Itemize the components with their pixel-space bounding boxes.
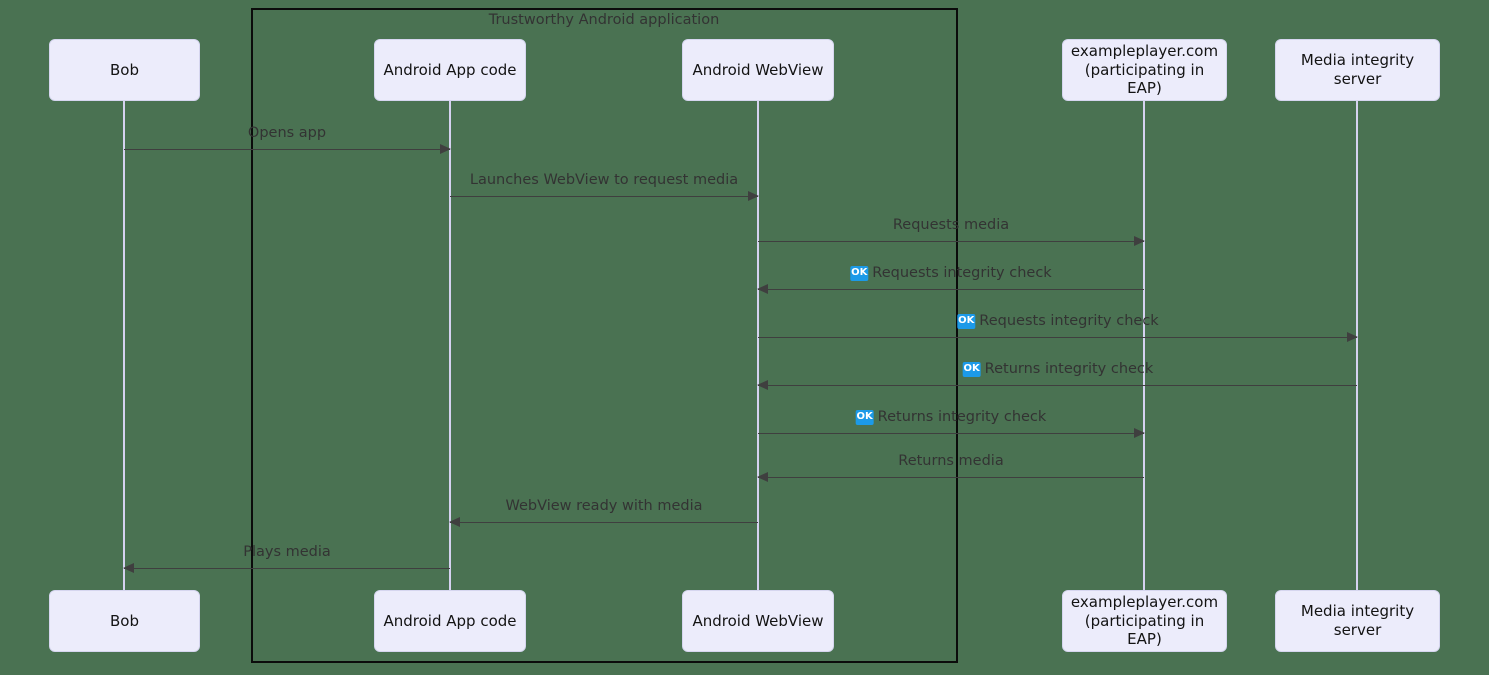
message-label-text: Requests media <box>892 217 1010 233</box>
lifeline-webview <box>757 101 759 590</box>
message-label: Launches WebView to request media <box>470 172 738 188</box>
arrowhead-left-icon <box>757 283 768 294</box>
arrowhead-left-icon <box>757 471 768 482</box>
ok-badge-icon: OK <box>957 313 976 329</box>
lifeline-player <box>1143 101 1145 590</box>
ok-badge-icon: OK <box>962 361 981 377</box>
message-line <box>450 196 758 197</box>
ok-badge-icon: OK <box>850 265 869 281</box>
message-line <box>758 433 1144 434</box>
participant-label-line: (participating in EAP) <box>1084 60 1205 98</box>
message-line <box>758 337 1357 338</box>
lifeline-integrity <box>1356 101 1358 590</box>
message-line <box>124 149 450 150</box>
message-line <box>758 289 1144 290</box>
message-label-text: Opens app <box>247 125 327 141</box>
participant-label-line: Media integrity server <box>1300 51 1415 88</box>
message-label: Returns media <box>898 453 1003 469</box>
arrowhead-right-icon <box>1347 331 1358 342</box>
participant-webview-top[interactable]: Android WebView <box>682 39 834 101</box>
arrowhead-right-icon <box>1134 235 1145 246</box>
arrowhead-right-icon <box>440 143 451 154</box>
participant-label-line: Android WebView <box>692 60 824 79</box>
message-line <box>758 385 1357 386</box>
message-label-text: Plays media <box>243 544 331 560</box>
arrowhead-right-icon <box>1134 427 1145 438</box>
message-label-text: Launches WebView to request media <box>469 172 739 188</box>
participant-player-top[interactable]: exampleplayer.com(participating in EAP) <box>1062 39 1227 101</box>
participant-label-line: Bob <box>110 60 139 79</box>
participant-webview-bottom[interactable]: Android WebView <box>682 590 834 652</box>
group-box-label: Trustworthy Android application <box>488 12 720 28</box>
message-label: Opens app <box>248 125 326 141</box>
message-label-text: Returns integrity check <box>984 361 1154 377</box>
participant-integrity-top[interactable]: Media integrity server <box>1275 39 1440 101</box>
message-label: Requests media <box>893 217 1009 233</box>
message-label-text: Returns integrity check <box>877 409 1047 425</box>
message-label-text: WebView ready with media <box>505 498 703 514</box>
arrowhead-left-icon <box>449 516 460 527</box>
message-label-text: Returns media <box>898 453 1004 469</box>
arrowhead-right-icon <box>748 190 759 201</box>
message-line <box>758 241 1144 242</box>
message-label-text: Requests integrity check <box>872 265 1052 281</box>
participant-app-top[interactable]: Android App code <box>374 39 526 101</box>
group-box-trustworthy-android-application <box>251 8 958 663</box>
message-label-text: Requests integrity check <box>979 313 1159 329</box>
participant-app-bottom[interactable]: Android App code <box>374 590 526 652</box>
message-label: WebView ready with media <box>505 498 702 514</box>
participant-label-line: (participating in EAP) <box>1084 611 1205 649</box>
participant-player-bottom[interactable]: exampleplayer.com(participating in EAP) <box>1062 590 1227 652</box>
participant-label-line: Bob <box>110 611 139 630</box>
participant-bob-top[interactable]: Bob <box>49 39 200 101</box>
participant-integrity-bottom[interactable]: Media integrity server <box>1275 590 1440 652</box>
participant-label-line: exampleplayer.com <box>1070 592 1219 611</box>
message-line <box>758 477 1144 478</box>
participant-label-line: exampleplayer.com <box>1070 41 1219 60</box>
participant-label-line: Android App code <box>383 611 517 630</box>
participant-label-line: Android App code <box>383 60 517 79</box>
message-line <box>124 568 450 569</box>
participant-bob-bottom[interactable]: Bob <box>49 590 200 652</box>
arrowhead-left-icon <box>757 379 768 390</box>
lifeline-bob <box>123 101 125 590</box>
participant-label-line: Media integrity server <box>1300 602 1415 639</box>
lifeline-app <box>449 101 451 590</box>
arrowhead-left-icon <box>123 562 134 573</box>
ok-badge-icon: OK <box>855 409 874 425</box>
participant-label-line: Android WebView <box>692 611 824 630</box>
message-label: Plays media <box>243 544 331 560</box>
message-line <box>450 522 758 523</box>
